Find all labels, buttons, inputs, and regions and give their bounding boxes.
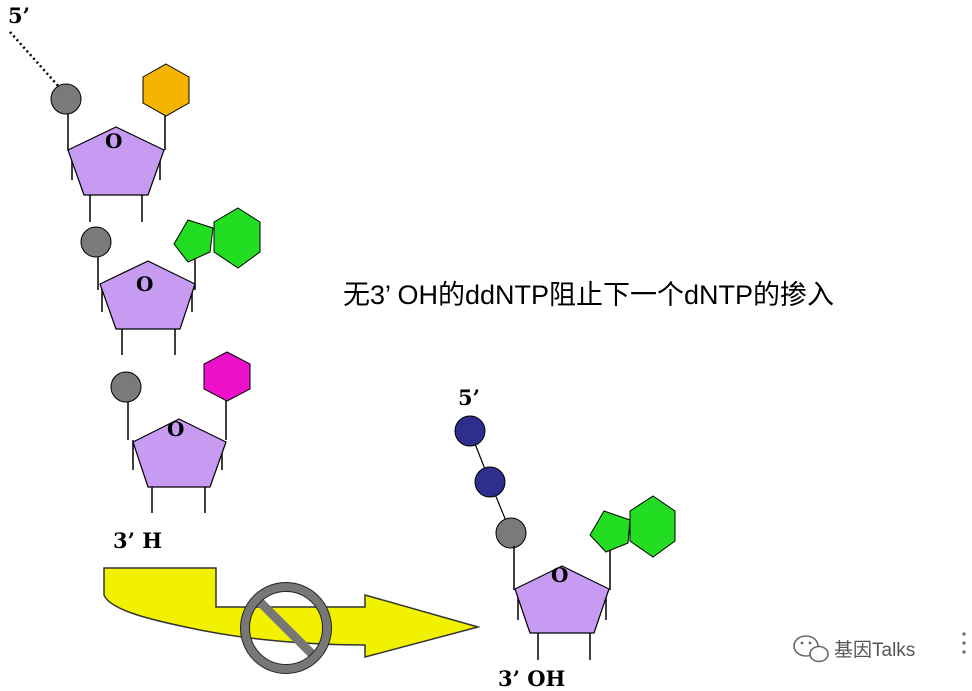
- incoming-5prime-label: 5’: [458, 385, 480, 410]
- chain-5prime-label: 5’: [8, 3, 30, 28]
- phosphate: [454, 415, 486, 447]
- incoming-3prime-label: 3’ OH: [498, 666, 565, 691]
- more-dots-icon: [962, 632, 966, 654]
- arrow: [103, 567, 481, 658]
- phosphate: [110, 371, 142, 403]
- sugar-ring: [67, 126, 165, 196]
- nucleotide-2: O: [80, 207, 261, 355]
- nucleotide-1: O: [50, 63, 190, 222]
- base-orange: [142, 63, 190, 117]
- phosphate: [495, 517, 527, 549]
- phosphate: [50, 83, 82, 115]
- nucleotide-3: O: [110, 351, 251, 513]
- base-green-purine: [173, 207, 261, 269]
- dotted-backbone: [9, 31, 61, 89]
- ring-oxygen-label: O: [136, 272, 153, 296]
- sugar-ring: [99, 260, 196, 330]
- ring-oxygen-label: O: [167, 417, 184, 441]
- watermark-text: 基因Talks: [834, 639, 915, 661]
- phosphate: [80, 226, 112, 258]
- ring-oxygen-label: O: [105, 129, 122, 153]
- base-green-purine: [589, 495, 676, 558]
- caption: 无3’ OH的ddNTP阻止下一个dNTP的掺入: [343, 280, 834, 310]
- wechat-icon: [793, 635, 829, 663]
- sugar-ring: [132, 418, 227, 488]
- ring-oxygen-label: O: [551, 563, 568, 587]
- phosphate: [474, 466, 506, 498]
- blocked-icon: [240, 582, 332, 674]
- chain-3prime-label: 3’ H: [113, 528, 162, 553]
- base-magenta: [203, 351, 251, 402]
- sugar-ring: [514, 565, 610, 634]
- incoming-nucleotide: O: [454, 415, 676, 660]
